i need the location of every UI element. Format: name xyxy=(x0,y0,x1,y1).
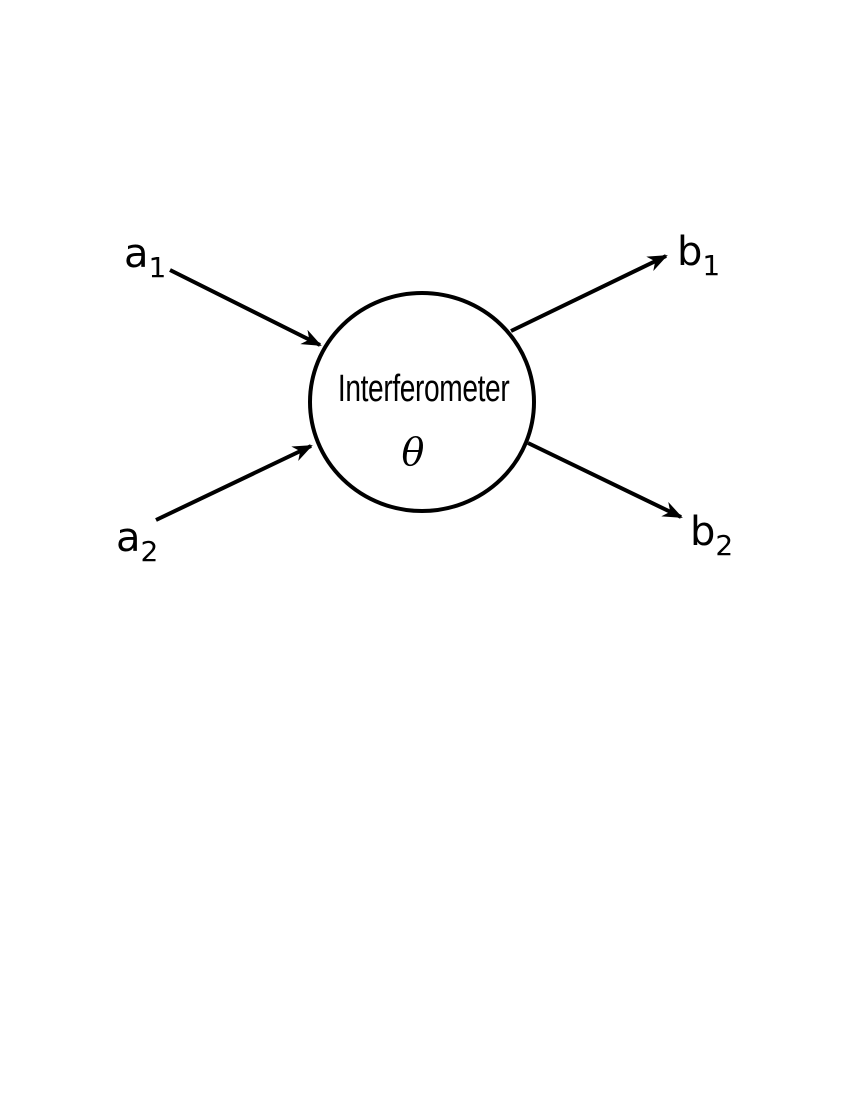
input-arrow-a1 xyxy=(169,268,322,347)
output-label-b1: b1 xyxy=(677,229,721,282)
input-arrow-a2 xyxy=(155,444,313,522)
node-title: Interferometer xyxy=(337,368,510,410)
input-label-a2: a2 xyxy=(116,515,159,568)
output-label-b2: b2 xyxy=(690,509,734,562)
input-label-a1: a1 xyxy=(124,231,167,284)
output-arrow-b2 xyxy=(527,441,683,519)
output-arrow-b1 xyxy=(510,254,668,333)
interferometer-node-circle xyxy=(308,291,536,513)
node-parameter-theta: θ xyxy=(401,430,425,474)
